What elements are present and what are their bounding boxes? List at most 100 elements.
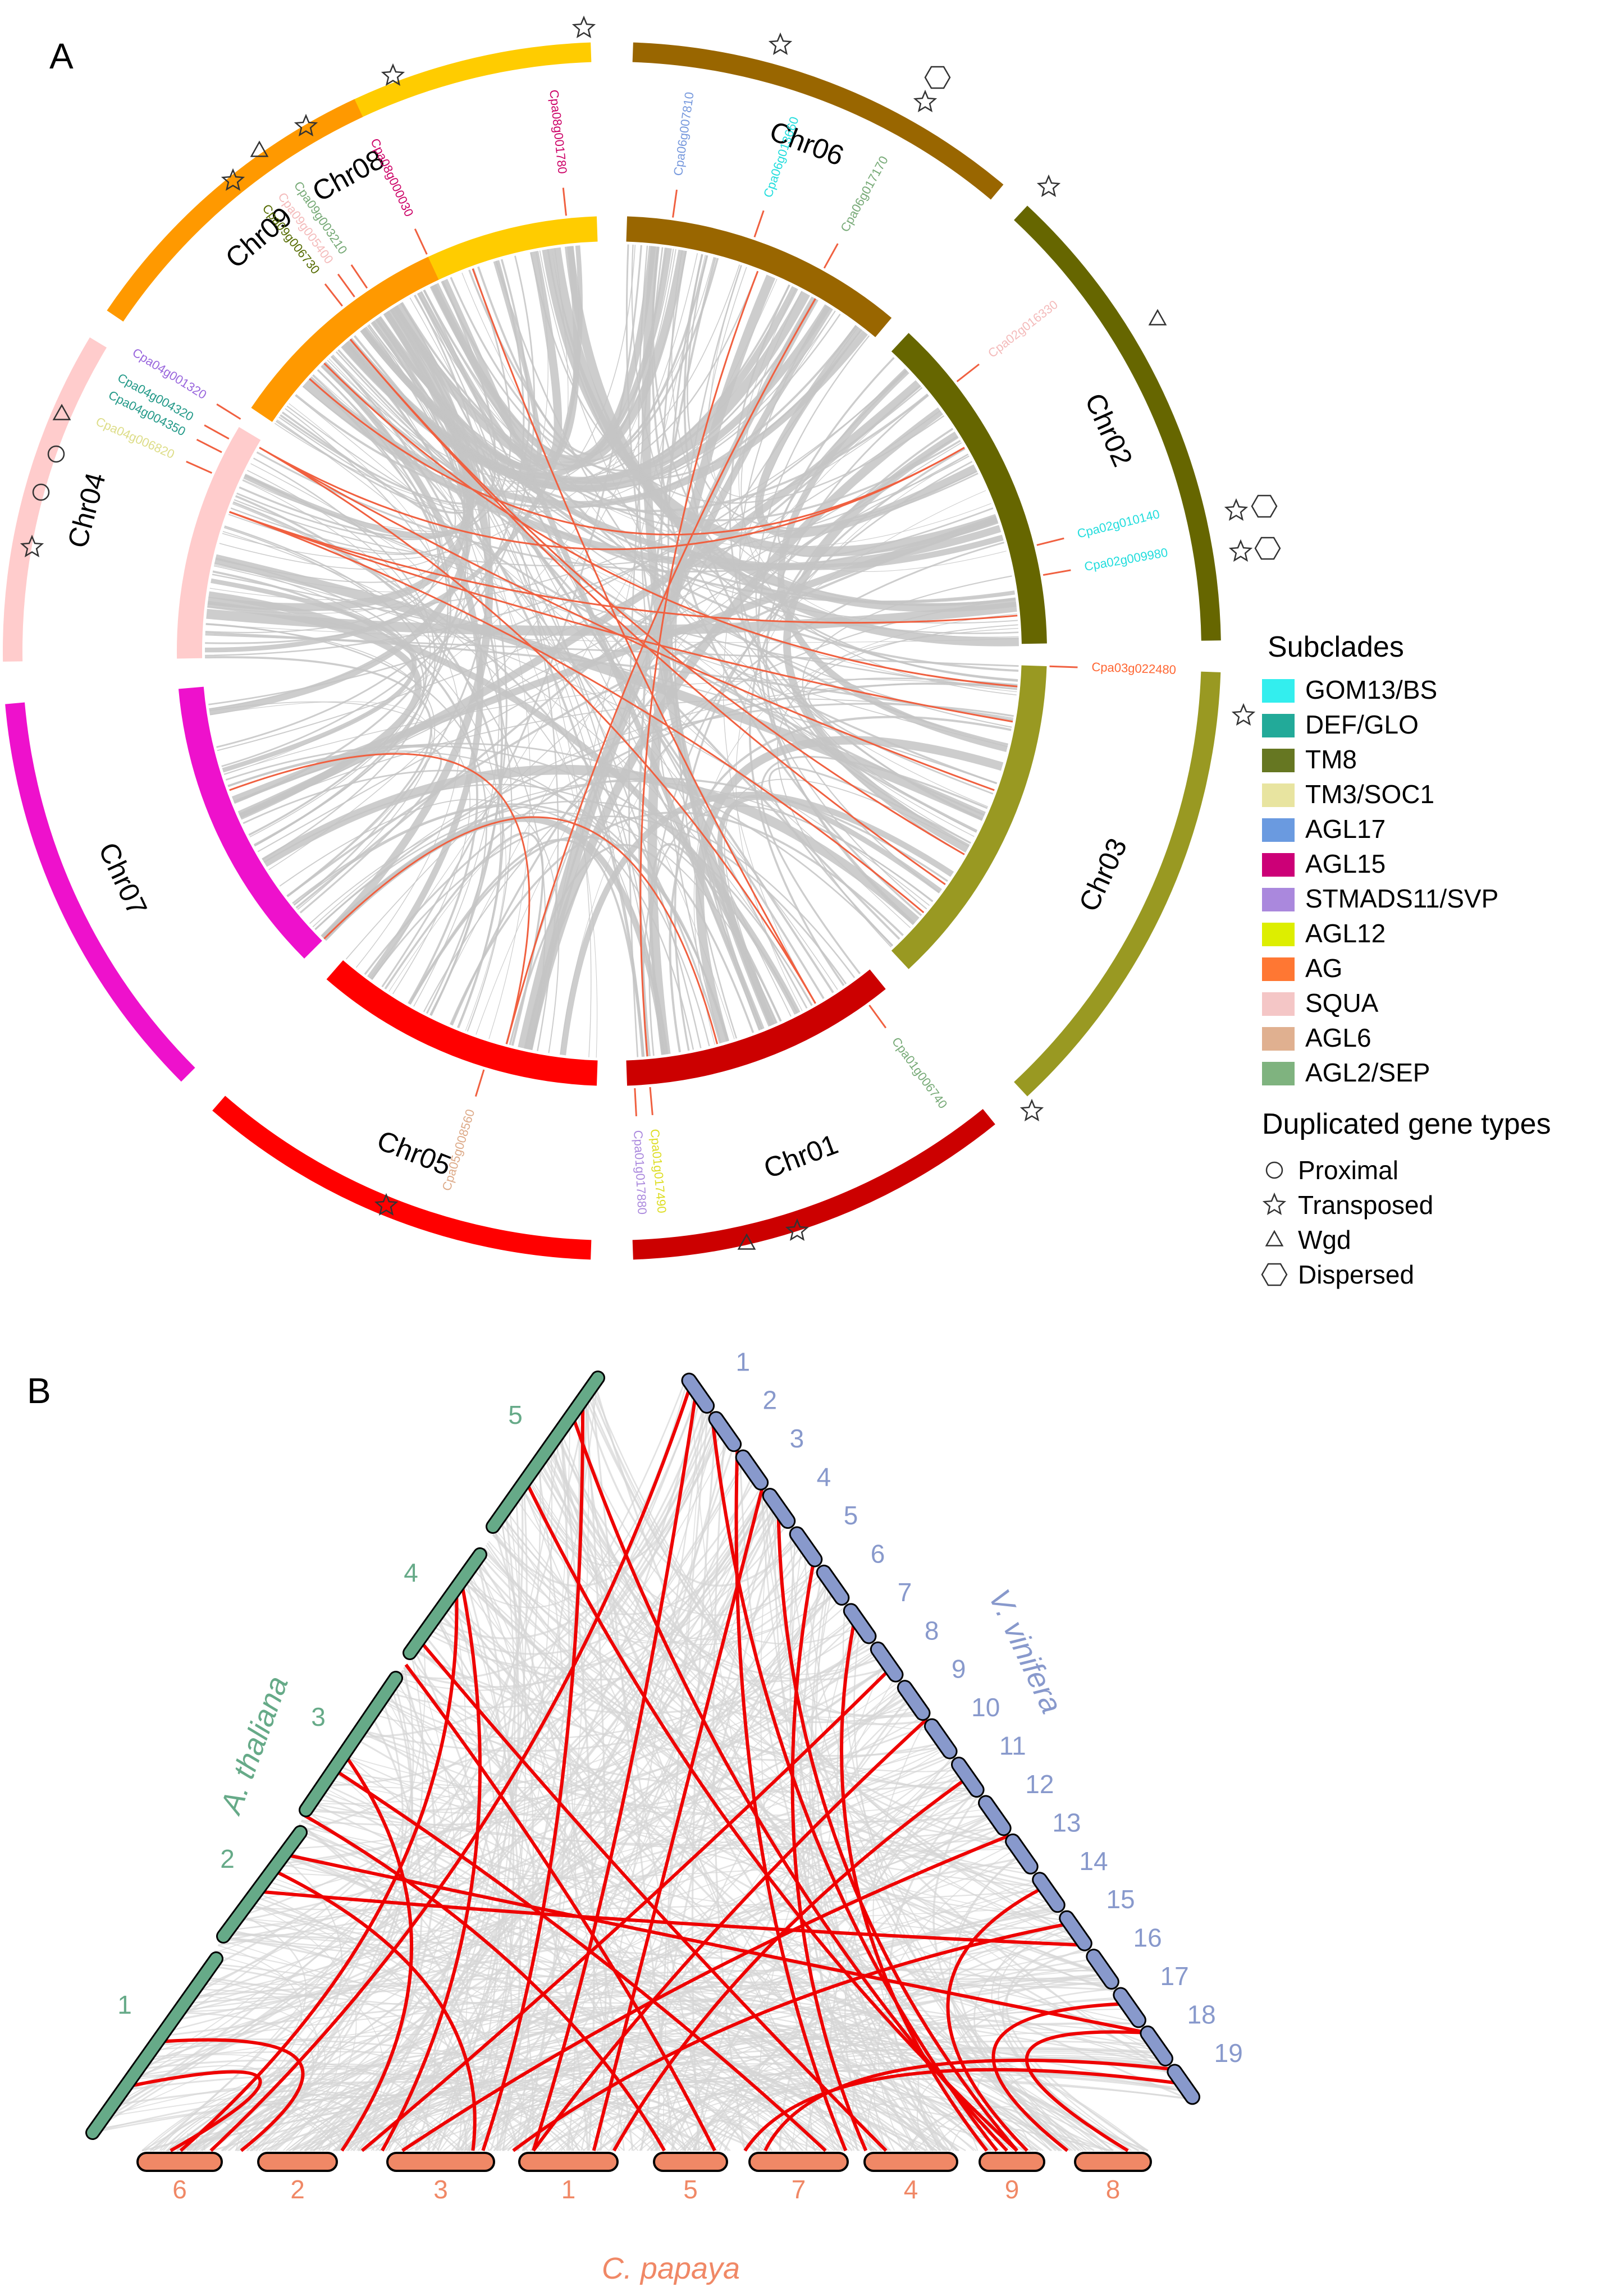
synteny-link [216,260,525,748]
gene-label: Cpa01g006740 [889,1034,950,1111]
synteny-link [139,1789,977,2064]
synteny-link [321,812,782,1021]
highlight-link [840,1616,989,2152]
gene-tick [350,264,368,289]
synteny-link [344,342,645,1057]
synteny-link [289,1986,1132,2151]
synteny-link [150,1638,426,2151]
synteny-link [909,2128,940,2151]
legend-swatch [1262,992,1295,1016]
highlight-link [153,2038,305,2152]
gene-tick [649,1087,653,1115]
synteny-link [490,1406,580,2151]
legend-swatch [1262,749,1295,772]
synteny-link [312,684,1017,928]
synteny-link [178,2082,474,2151]
synteny-link [450,277,863,479]
synteny-link [189,2100,381,2151]
synteny-link [541,2094,765,2151]
synteny-link [441,281,816,471]
synteny-link [676,2084,958,2151]
vvinifera-chr [925,1720,956,1758]
chr-number: 8 [1106,2175,1121,2204]
gene-label: Cpa02g016330 [985,297,1060,360]
synteny-link [584,1396,1183,2083]
synteny-link [807,677,1018,795]
panel-b-letter: B [27,1371,51,1411]
vvinifera-chr [790,1528,821,1566]
synteny-link [134,1663,890,2072]
chr-number: 8 [925,1616,939,1645]
star-icon [381,63,405,86]
highlight-link [710,1412,999,2152]
synteny-link [518,1392,589,2151]
synteny-link [372,1627,863,1739]
synteny-link [319,2000,1080,2151]
synteny-link [289,1819,998,2152]
legend-swatch [1262,923,1295,946]
inner-chr-chr04 [177,427,261,659]
chr-number: 1 [561,2175,576,2204]
synteny-link [415,2087,678,2151]
star-icon [1262,1192,1287,1216]
synteny-link [499,2062,906,2151]
synteny-link [191,1983,1160,2051]
legend-swatch [1262,1062,1295,1085]
synteny-link [401,302,668,1055]
synteny-link [401,258,719,468]
inner-chromosome-ring [177,216,1047,1086]
chr-number: 6 [172,2175,187,2204]
gene-tick [186,461,213,474]
legend: Subclades GOM13/BSDEF/GLOTM8TM3/SOC1AGL1… [1261,631,1551,1289]
gene-link [472,268,816,1004]
synteny-link [330,290,500,490]
highlight-link [734,1449,848,2152]
legend-label: AG [1305,954,1342,983]
outer-chr-chr01 [632,1109,995,1260]
vvinifera-chr [817,1566,848,1604]
gene-link [309,378,965,536]
synteny-link [538,1465,1114,2152]
synteny-link [350,2080,654,2151]
synteny-link [331,355,503,1016]
highlight-link [1025,2030,1147,2152]
synteny-link [769,766,971,947]
synteny-link [390,249,687,470]
synteny-link [207,403,433,614]
synteny-link [544,1456,1021,1853]
outer-chr-chr06 [632,42,1004,200]
synteny-link [475,385,921,1035]
synteny-link [915,2106,1069,2151]
hexagon-icon [1254,537,1281,560]
vvinifera-chr [1114,1988,1145,2027]
gene-tick [1049,665,1078,668]
legend-label: Proximal [1298,1156,1398,1185]
synteny-link [337,349,977,832]
star-icon [785,1218,810,1241]
panel-a-letter: A [49,36,74,76]
legend-swatch [1262,853,1295,877]
legend-label: Dispersed [1298,1260,1414,1289]
synteny-link [199,1417,716,1974]
synteny-link [369,324,531,1039]
gene-label: Cpa01g017490 [648,1129,669,1214]
highlight-link [612,1776,969,2152]
cpapaya-chr [653,2152,728,2172]
gene-link [259,447,995,791]
synteny-link [328,358,735,1039]
species-label-athaliana: A. thaliana [213,1672,295,1820]
vvinifera-chr [898,1681,929,1720]
chr-number: 2 [220,1844,235,1873]
synteny-link [371,815,847,984]
synteny-link [145,2078,464,2151]
synteny-link [217,410,941,751]
gene-link [349,338,946,886]
synteny-link [244,475,1017,690]
outer-chr-chr03 [1014,671,1221,1097]
star-icon [571,15,596,39]
cpapaya-chr [136,2152,223,2172]
triangle-icon [52,404,71,420]
gene-link [229,511,925,914]
hexagon-icon [1251,494,1278,518]
